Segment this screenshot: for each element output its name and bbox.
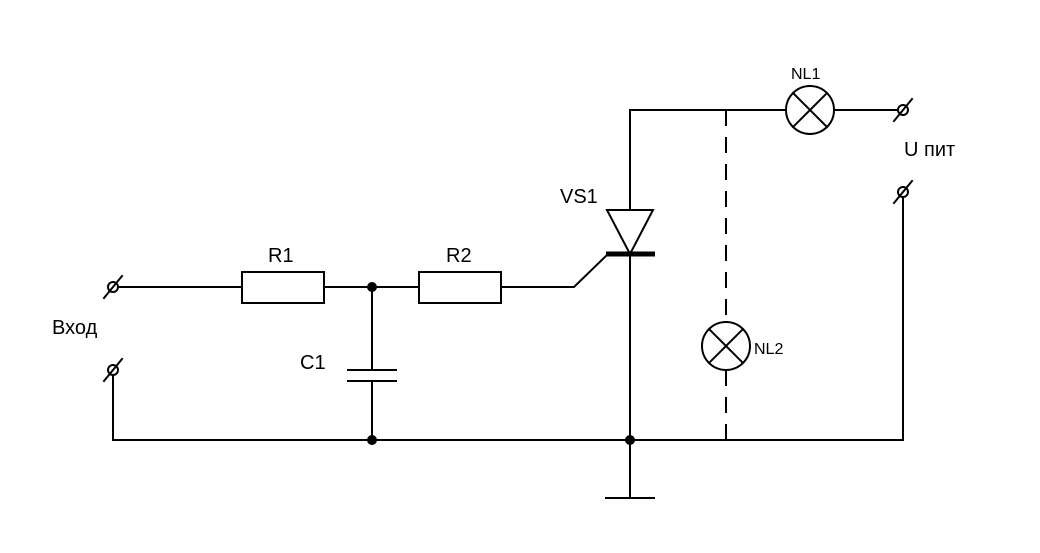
label-vs1: VS1 (560, 186, 598, 208)
resistor-r1 (241, 271, 325, 304)
junction-dot (367, 435, 377, 445)
resistor-r2 (418, 271, 502, 304)
capacitor-c1 (347, 369, 397, 382)
label-r1: R1 (268, 245, 294, 267)
label-nl2: NL2 (754, 341, 783, 358)
junction-dot (367, 282, 377, 292)
label-nl1: NL1 (791, 66, 820, 83)
label-input: Вход (52, 317, 98, 339)
thyristor-vs1 (605, 209, 655, 257)
label-r2: R2 (446, 245, 472, 267)
lamp-nl2 (701, 321, 751, 371)
lamp-nl1 (785, 85, 835, 135)
supply-terminal-top (892, 97, 914, 123)
label-c1: C1 (300, 352, 326, 374)
wire-r2-gate (500, 253, 609, 288)
junction-dot (625, 435, 635, 445)
label-supply: U пит (904, 139, 955, 161)
